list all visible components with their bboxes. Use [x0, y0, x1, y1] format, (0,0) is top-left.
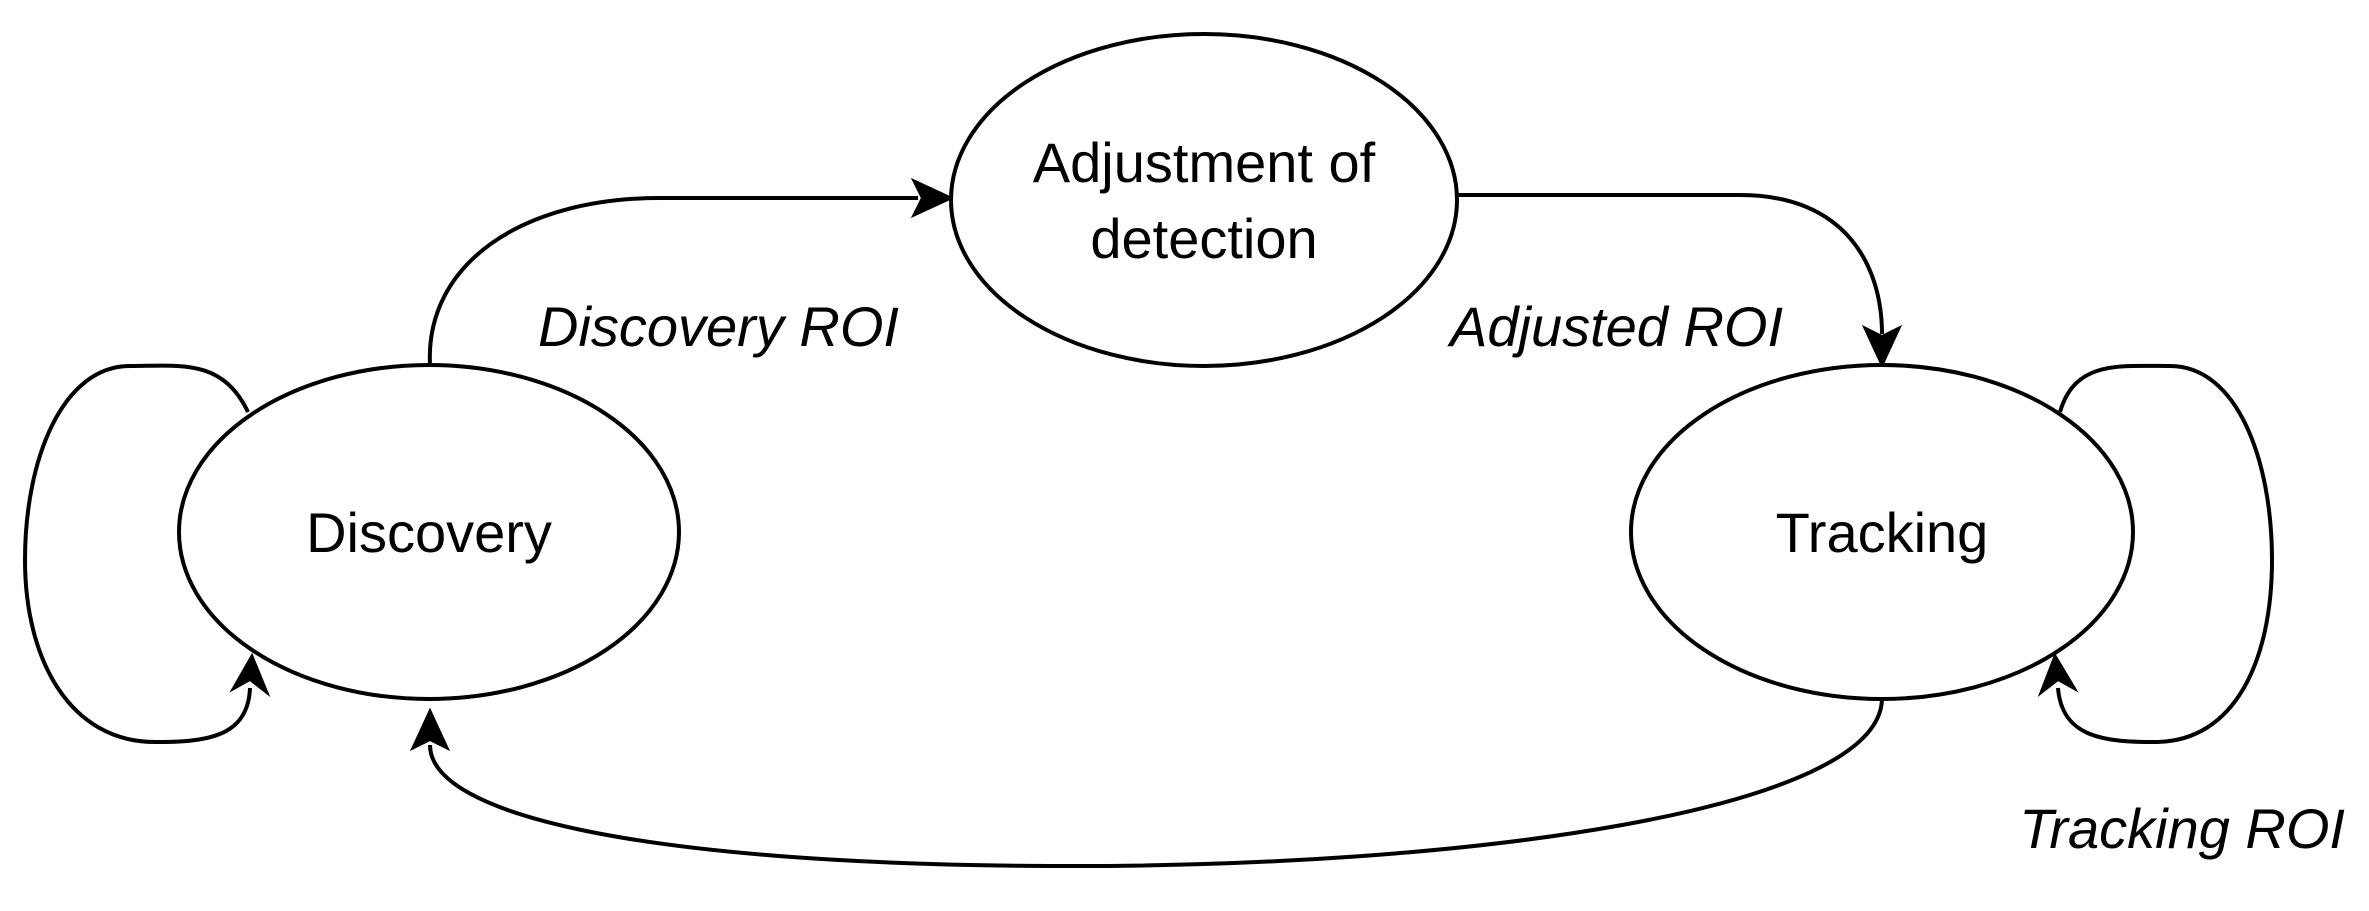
arrowhead-into-adjustment — [910, 177, 955, 219]
edge-tracking-to-discovery — [409, 697, 1884, 869]
node-adjustment-label-line1: Adjustment of — [1033, 131, 1376, 194]
node-tracking-ellipse — [1629, 363, 2135, 701]
edge-adjustment-to-tracking-line — [1455, 193, 1884, 335]
node-tracking: Tracking — [1629, 363, 2135, 701]
node-tracking-label: Tracking — [1776, 501, 1989, 564]
edge-label-adjusted-roi: Adjusted ROI — [1447, 295, 1783, 358]
self-loop-tracking-line — [2056, 363, 2275, 745]
node-discovery: Discovery — [177, 363, 681, 701]
edge-discovery-to-adjustment-line — [427, 196, 918, 366]
node-adjustment-of-detection: Adjustment of detection — [949, 32, 1459, 368]
edge-label-tracking-roi: Tracking ROI — [2019, 797, 2345, 860]
self-loop-tracking — [2037, 363, 2275, 745]
node-discovery-ellipse — [177, 363, 681, 701]
node-adjustment-label-line2: detection — [1090, 207, 1317, 270]
arrowhead-into-discovery-bottom — [409, 707, 451, 752]
edge-tracking-to-discovery-line — [428, 697, 1884, 869]
edge-discovery-to-adjustment — [427, 177, 955, 366]
self-loop-discovery-line — [22, 363, 252, 745]
node-adjustment-ellipse — [949, 32, 1459, 368]
edge-label-discovery-roi: Discovery ROI — [538, 295, 899, 358]
node-discovery-label: Discovery — [306, 501, 552, 564]
arrowhead-tracking-self-loop — [2037, 652, 2079, 697]
self-loop-discovery — [22, 363, 271, 745]
arrowhead-discovery-self-loop — [229, 652, 271, 698]
edge-adjustment-to-tracking — [1455, 193, 1903, 369]
arrowhead-into-tracking — [1861, 324, 1903, 369]
